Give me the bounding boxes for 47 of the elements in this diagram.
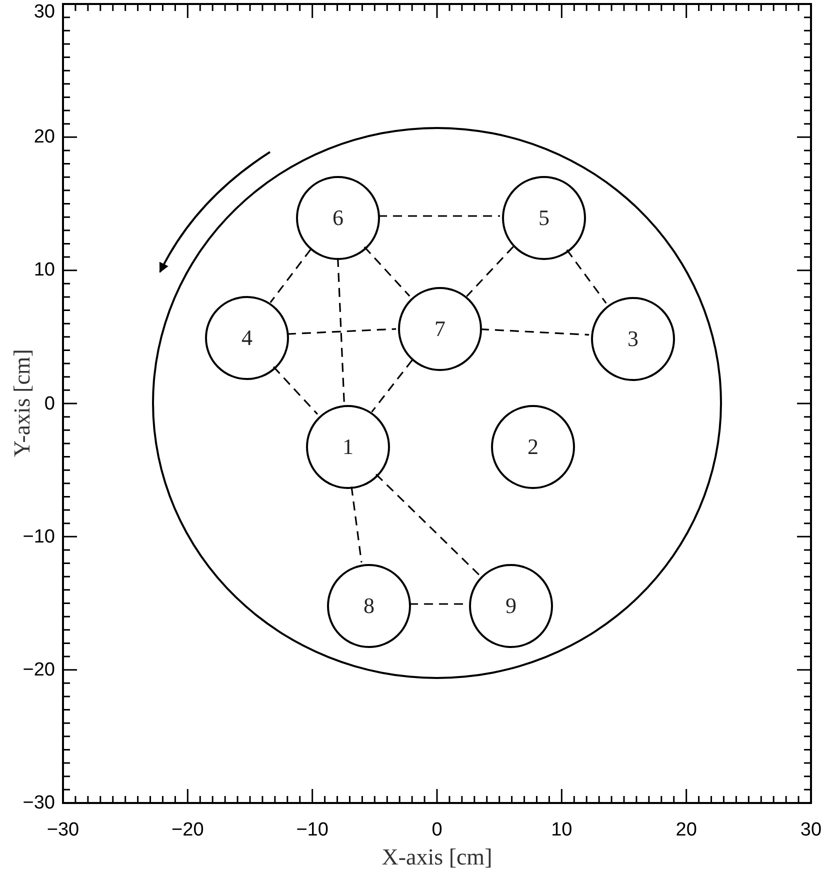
disk-outline: [152, 127, 722, 679]
circle-number: 5: [538, 207, 550, 229]
circle-number: 3: [628, 328, 638, 350]
numbered-circle: [469, 564, 553, 648]
numbered-circle: [398, 287, 482, 371]
dashed-connector: [337, 258, 345, 404]
numbered-circle: [502, 176, 586, 260]
circle-number: 9: [506, 595, 516, 617]
tick-label: 30: [800, 820, 822, 840]
circle-number: 7: [434, 318, 446, 340]
tick-label: 0: [432, 820, 442, 840]
dashed-connector: [466, 246, 514, 297]
tick-label: 20: [34, 128, 55, 147]
circle-number: 8: [364, 595, 374, 617]
tick-label: 20: [676, 820, 697, 840]
dashed-connector: [480, 328, 590, 336]
tick-label: −20: [22, 660, 55, 680]
tick-label: 0: [44, 394, 55, 413]
tick-label: −30: [22, 794, 55, 812]
tick-label: 30: [34, 2, 55, 22]
axis-title: X-axis [cm]: [382, 846, 492, 868]
numbered-circle: [296, 176, 380, 260]
circle-number: 6: [332, 207, 344, 229]
numbered-circle: [327, 564, 411, 648]
dashed-connector: [566, 249, 607, 304]
dashed-connector: [272, 366, 318, 415]
dashed-connector: [350, 486, 362, 562]
dashed-connector: [378, 215, 500, 217]
dashed-connector: [371, 360, 413, 412]
axis-title: Y-axis [cm]: [10, 349, 34, 457]
tick-label: 10: [34, 260, 55, 280]
dashed-connector: [270, 248, 312, 304]
numbered-circle: [591, 297, 675, 381]
tick-label: −10: [296, 820, 328, 840]
tick-label: −30: [46, 820, 80, 840]
dashed-connector: [286, 328, 396, 335]
tick-label: −10: [22, 527, 55, 546]
dashed-connector: [376, 474, 480, 576]
circle-number: 4: [242, 327, 252, 349]
numbered-circle: [205, 296, 289, 380]
dashed-connector: [364, 246, 410, 297]
circle-number: 2: [528, 436, 538, 458]
numbered-circle: [306, 405, 390, 489]
numbered-circle: [491, 405, 575, 489]
tick-label: −20: [172, 820, 204, 840]
tick-label: 10: [551, 820, 572, 840]
circle-number: 1: [342, 436, 354, 458]
